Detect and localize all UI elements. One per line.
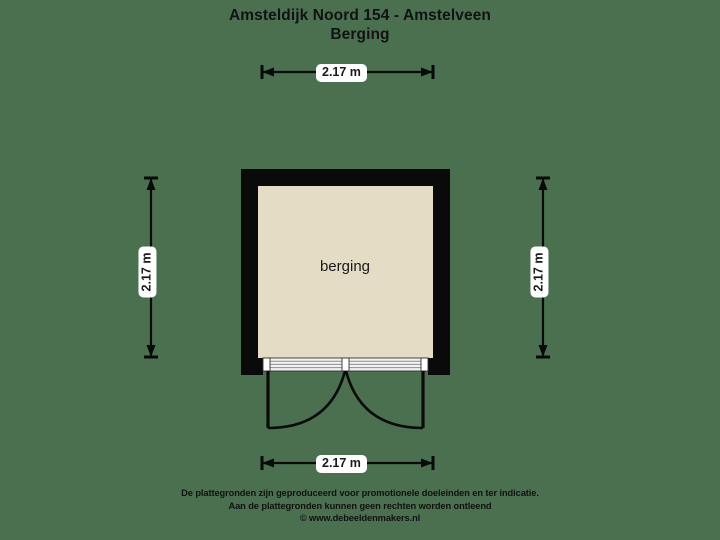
- walls-group: [241, 169, 450, 375]
- room-label-berging: berging: [319, 258, 371, 275]
- dimension-label-right: 2.17 m: [530, 246, 549, 298]
- door-swing-right: [344, 370, 425, 430]
- dimension-label-top: 2.17 m: [316, 64, 367, 82]
- title-address: Amsteldijk Noord 154 - Amstelveen: [228, 7, 491, 24]
- door-jamb-right: [420, 357, 429, 372]
- wall-top: [241, 169, 450, 186]
- footer-line-3: © www.debeeldenmakers.nl: [299, 513, 421, 524]
- footer-line-2: Aan de plattegronden kunnen geen rechten…: [228, 500, 492, 511]
- door-center-stile: [341, 357, 350, 372]
- footer-line-1: De plattegronden zijn geproduceerd voor …: [181, 488, 539, 498]
- wall-bottom-right-stub: [428, 358, 450, 375]
- wall-left: [241, 169, 258, 375]
- dimension-label-bottom: 2.17 m: [316, 455, 367, 473]
- door-swing-left: [266, 370, 347, 430]
- title-subtitle: Berging: [330, 26, 390, 43]
- wall-bottom-left-stub: [241, 358, 263, 375]
- room-fill-berging: [258, 186, 433, 358]
- dimension-label-left: 2.17 m: [138, 246, 157, 298]
- door-threshold: [262, 357, 429, 372]
- wall-right: [433, 169, 450, 375]
- footer-disclaimer: De plattegronden zijn geproduceerd voor …: [0, 487, 720, 525]
- door-jamb-left: [262, 357, 271, 372]
- page-title: Amsteldijk Noord 154 - Amstelveen Bergin…: [0, 6, 720, 44]
